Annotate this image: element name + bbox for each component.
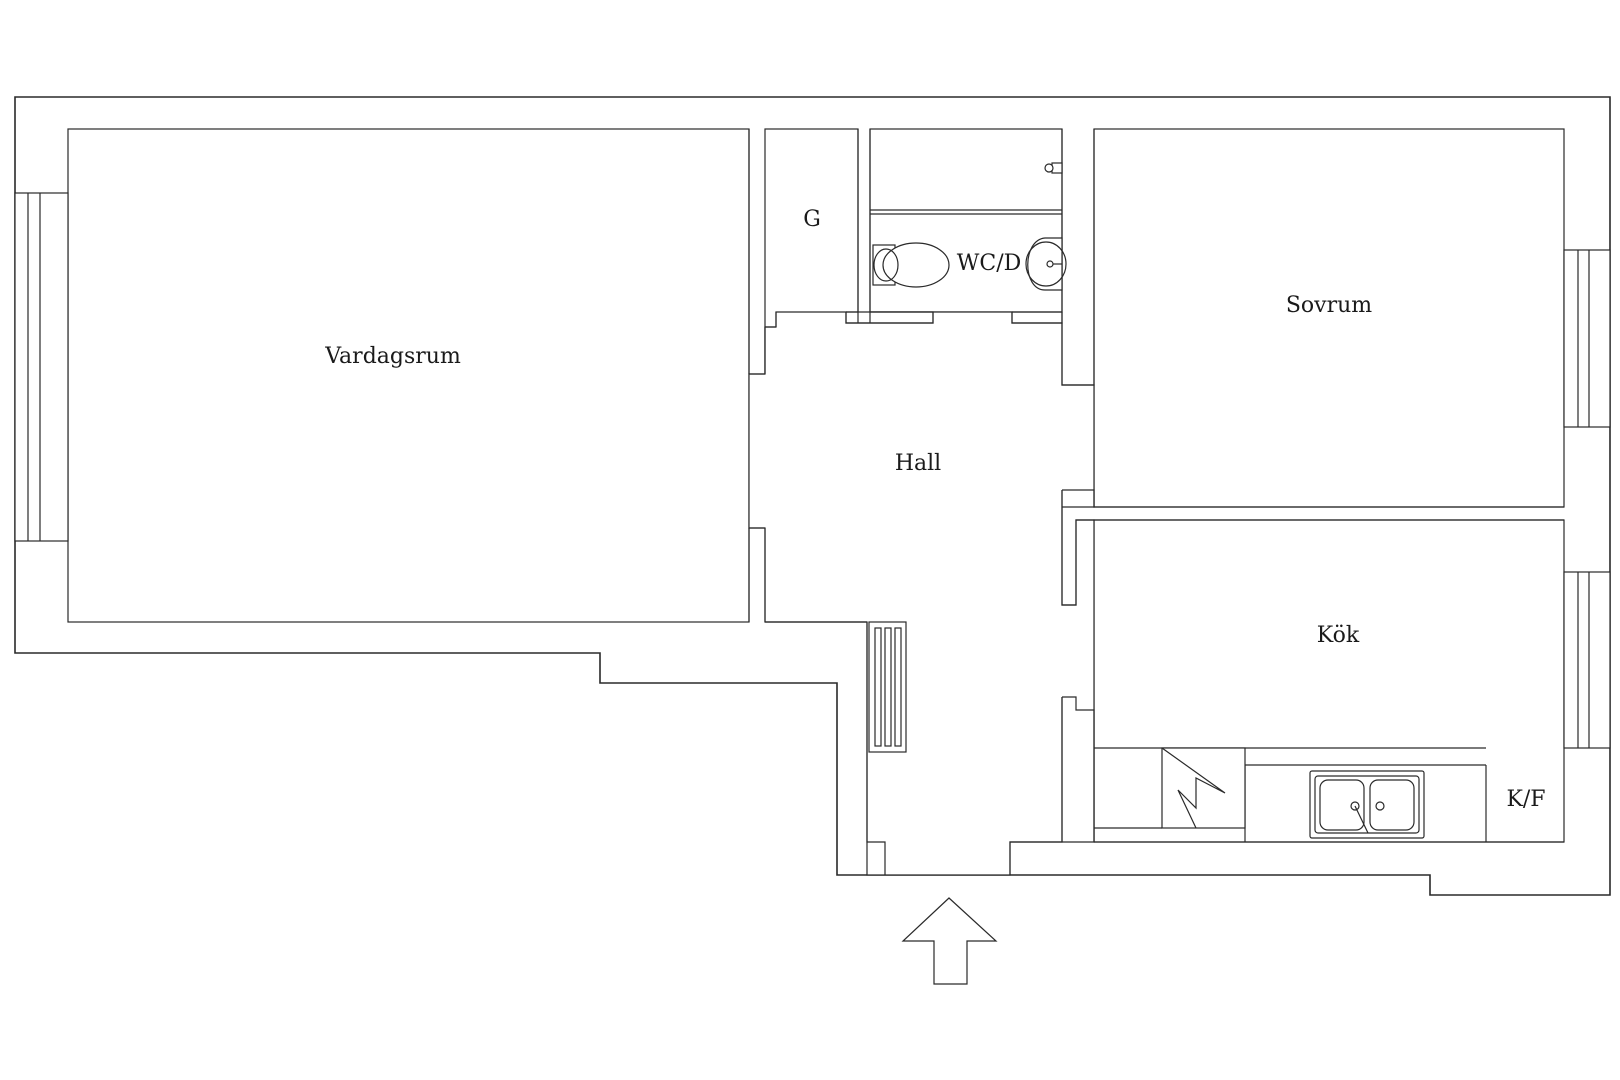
window-left (14, 192, 69, 542)
living-room-area (67, 128, 750, 623)
stove-icon (1161, 747, 1246, 829)
fridge-freezer-label: K/F (1506, 787, 1545, 812)
window-kitchen (1563, 571, 1611, 749)
kitchen-label: Kök (1317, 623, 1360, 648)
storage-label: G (803, 207, 821, 232)
bathroom-label: WC/D (957, 251, 1022, 276)
living-room-label: Vardagsrum (324, 344, 461, 369)
entrance-arrow-icon (901, 897, 998, 985)
radiator-icon (868, 621, 907, 753)
hall-area (748, 311, 1095, 876)
hall-label: Hall (895, 451, 941, 476)
shower-tap-icon (1044, 162, 1063, 174)
bedroom-label: Sovrum (1286, 293, 1372, 318)
kitchen-sink-icon (1309, 770, 1425, 839)
window-bedroom (1563, 249, 1611, 428)
bedroom-area (1093, 128, 1565, 508)
washbasin-icon (1025, 237, 1067, 291)
toilet-icon (872, 242, 950, 288)
